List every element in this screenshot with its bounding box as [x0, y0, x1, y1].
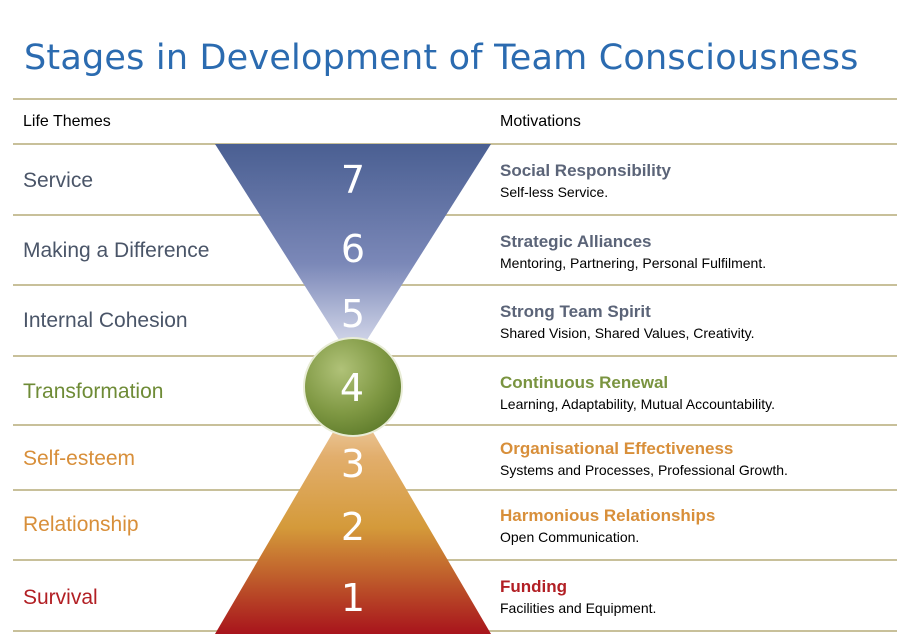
motivation-description: Learning, Adaptability, Mutual Accountab…	[500, 396, 775, 412]
stage-4-circle	[303, 337, 403, 437]
stage-number-6: 6	[341, 227, 365, 271]
stage-number-4: 4	[340, 366, 364, 410]
motivation-description: Self-less Service.	[500, 184, 609, 200]
motivation-description: Facilities and Equipment.	[500, 600, 657, 616]
motivation-title: Strategic Alliances	[500, 232, 652, 251]
stage-number-1: 1	[341, 576, 365, 620]
motivations-header: Motivations	[500, 113, 581, 130]
divider	[13, 284, 897, 286]
motivation-description: Mentoring, Partnering, Personal Fulfilme…	[500, 255, 767, 271]
stage-number-5: 5	[341, 292, 365, 336]
divider	[13, 424, 897, 426]
life-theme-transformation: Transformation	[23, 380, 164, 403]
motivation-description: Systems and Processes, Professional Grow…	[500, 462, 788, 478]
motivation-description: Open Communication.	[500, 529, 640, 545]
divider	[13, 559, 897, 561]
divider	[13, 355, 897, 357]
stage-number-3: 3	[341, 442, 365, 486]
stage-number-2: 2	[341, 505, 365, 549]
page-title: Stages in Development of Team Consciousn…	[24, 38, 859, 78]
stage-number-7: 7	[341, 158, 365, 202]
life-theme-self-esteem: Self-esteem	[23, 447, 136, 470]
divider	[13, 98, 897, 100]
life-theme-making-a-difference: Making a Difference	[23, 239, 210, 262]
divider	[13, 489, 897, 491]
motivation-description: Shared Vision, Shared Values, Creativity…	[500, 325, 755, 341]
motivation-title: Organisational Effectiveness	[500, 439, 734, 458]
motivation-title: Continuous Renewal	[500, 373, 669, 392]
life-theme-relationship: Relationship	[23, 513, 139, 536]
life-themes-header: Life Themes	[23, 113, 111, 130]
motivation-title: Harmonious Relationships	[500, 506, 716, 525]
motivation-title: Strong Team Spirit	[500, 302, 651, 321]
motivation-title: Social Responsibility	[500, 161, 671, 180]
life-theme-internal-cohesion: Internal Cohesion	[23, 309, 188, 332]
divider	[13, 214, 897, 216]
lower-pyramid	[215, 398, 491, 634]
life-theme-service: Service	[23, 169, 94, 192]
life-theme-survival: Survival	[23, 586, 98, 609]
upper-funnel	[215, 144, 491, 362]
motivation-title: Funding	[500, 577, 568, 596]
